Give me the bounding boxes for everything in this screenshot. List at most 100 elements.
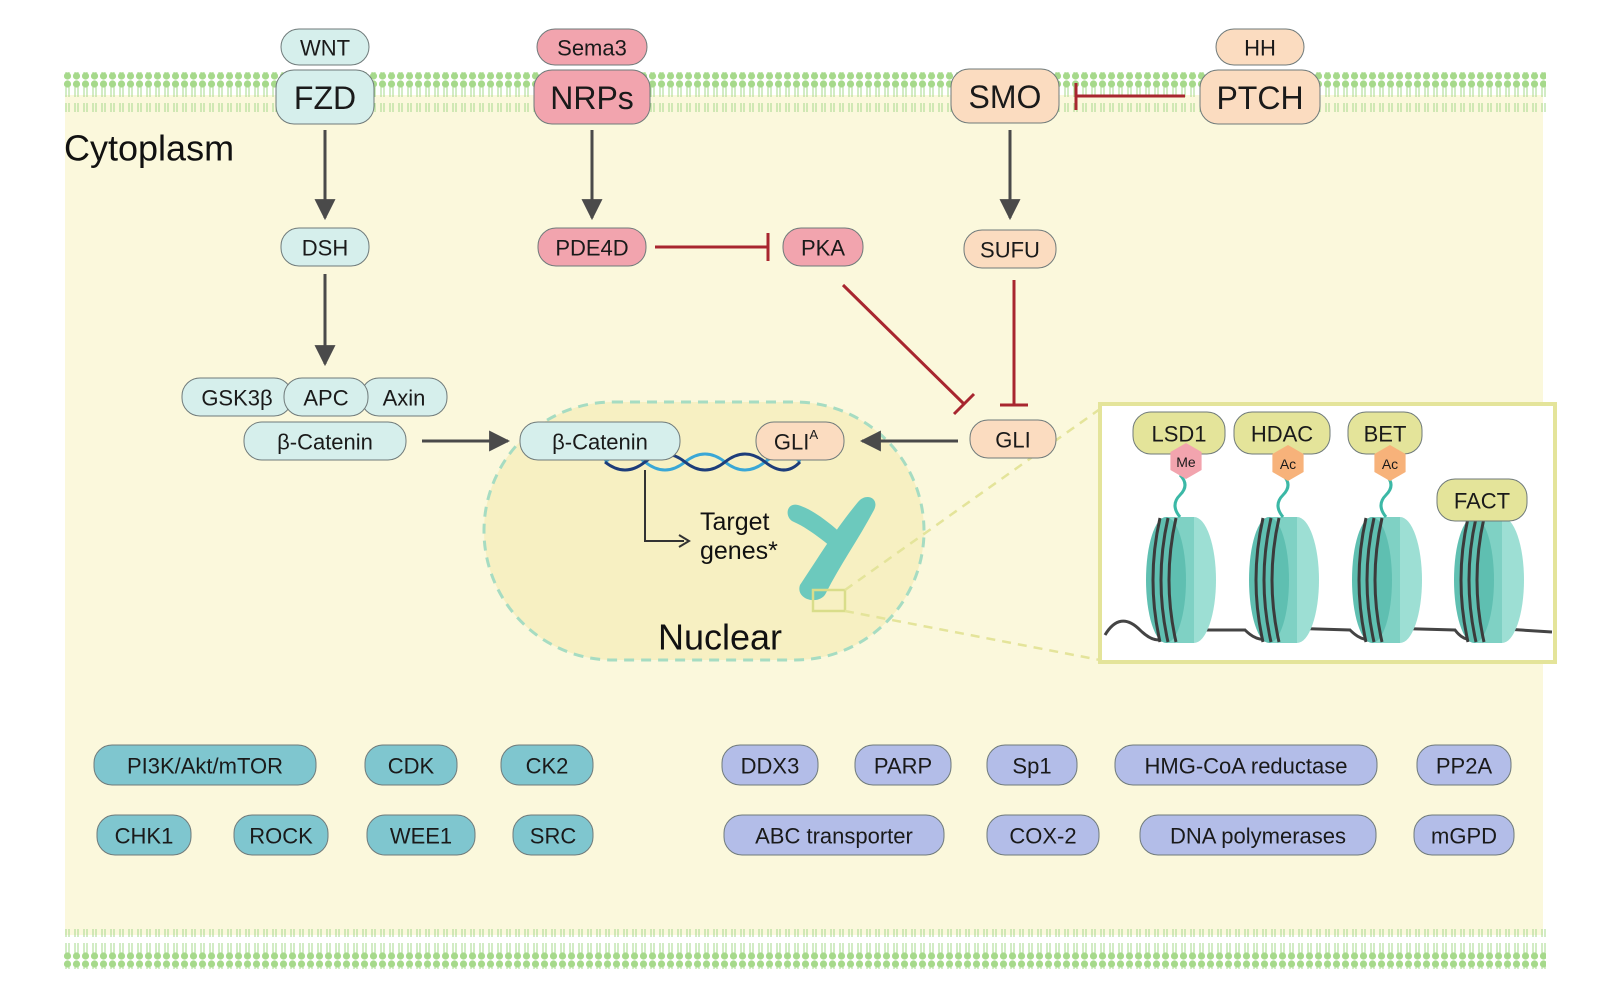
sufu-node-shape: [963, 229, 1057, 269]
kinase-target-targets-row2-kinase-3-label: SRC: [530, 824, 577, 849]
hh-node-label: HH: [1244, 36, 1276, 61]
pde4d-node-shape: [537, 227, 647, 267]
other-target-targets-row2-other-3-label: mGPD: [1431, 824, 1497, 849]
bcatenin-nuclear-node: β-Catenin: [519, 421, 681, 461]
gsk3b-node-label: GSK3β: [201, 386, 272, 411]
pka-node: PKA: [782, 227, 864, 267]
gsk3b-node: GSK3β: [181, 377, 293, 417]
other-target-targets-row1-other-1: PARP: [854, 744, 952, 786]
ptch-node: PTCH: [1199, 69, 1321, 125]
glia-node: GLIA: [755, 421, 845, 461]
nucleosome: [1352, 517, 1422, 643]
sufu-node-label: SUFU: [980, 238, 1040, 263]
sema3-node-label: Sema3: [557, 36, 627, 61]
acetyl-mark-hdac-label: Ac: [1280, 456, 1296, 472]
axin-node: Axin: [360, 377, 448, 417]
nrps-node-shape: [533, 69, 651, 125]
other-target-targets-row2-other-2-label: DNA polymerases: [1170, 824, 1346, 849]
pde4d-inhibits-pka: [655, 233, 770, 261]
acetyl-mark-hdac: Ac: [1272, 445, 1304, 481]
other-target-targets-row1-other-3: HMG-CoA reductase: [1114, 744, 1378, 786]
lsd1-node: LSD1: [1132, 411, 1226, 455]
gli-node-label: GLI: [995, 428, 1030, 453]
wnt-node: WNT: [280, 28, 370, 66]
bcatenin-cyto-node-label: β-Catenin: [277, 430, 373, 455]
other-target-targets-row2-other-3-shape: [1413, 814, 1515, 856]
other-target-targets-row1-other-4: PP2A: [1416, 744, 1512, 786]
fact-node: FACT: [1436, 478, 1528, 522]
kinase-target-targets-row2-kinase-1-label: ROCK: [249, 824, 313, 849]
glia-node-superscript: A: [809, 427, 818, 442]
pde4d-node-label: PDE4D: [555, 236, 628, 261]
other-target-targets-row1-other-2-label: Sp1: [1012, 754, 1051, 779]
histone-tail: [1276, 473, 1290, 518]
kinase-target-targets-row2-kinase-3-shape: [512, 814, 594, 856]
ptch-inhibits-smo: [1074, 83, 1185, 110]
other-target-targets-row2-other-1: COX-2: [986, 814, 1100, 856]
bcatenin-nuclear-node-shape: [519, 421, 681, 461]
kinase-target-targets-row1-kinase-1-shape: [364, 744, 458, 786]
fact-node-label: FACT: [1454, 489, 1510, 514]
pka-inhibits-gli: [841, 283, 976, 416]
nucleosome: [1146, 517, 1216, 643]
kinase-target-targets-row1-kinase-0-shape: [93, 744, 317, 786]
other-target-targets-row2-other-1-shape: [986, 814, 1100, 856]
nuclear-label: Nuclear: [658, 617, 782, 658]
gli-node-shape: [969, 419, 1057, 459]
bet-node: BET: [1347, 411, 1423, 455]
acetyl-mark-bet-label: Ac: [1382, 456, 1398, 472]
chromosome-icon: [787, 496, 876, 613]
other-target-targets-row1-other-3-shape: [1114, 744, 1378, 786]
fzd-node: FZD: [275, 69, 375, 125]
fzd-node-shape: [275, 69, 375, 125]
target-genes-arrow: [644, 470, 684, 542]
other-target-targets-row1-other-0-shape: [721, 744, 819, 786]
axin-node-label: Axin: [383, 386, 426, 411]
nucleosome: [1454, 517, 1524, 643]
cytoplasm-label: Cytoplasm: [64, 128, 234, 169]
apc-node-label: APC: [303, 386, 348, 411]
other-target-targets-row2-other-2: DNA polymerases: [1139, 814, 1377, 856]
other-target-targets-row1-other-1-label: PARP: [874, 754, 932, 779]
dsh-node-shape: [280, 227, 370, 267]
other-target-targets-row1-other-2: Sp1: [986, 744, 1078, 786]
pka-node-shape: [782, 227, 864, 267]
smo-node: SMO: [950, 68, 1060, 124]
gli-node: GLI: [969, 419, 1057, 459]
sufu-inhibits-gli: [1000, 280, 1028, 407]
kinase-target-targets-row2-kinase-2-label: WEE1: [390, 824, 452, 849]
methyl-mark: Me: [1170, 443, 1202, 479]
dsh-node: DSH: [280, 227, 370, 267]
other-target-targets-row1-other-4-shape: [1416, 744, 1512, 786]
other-target-targets-row2-other-2-shape: [1139, 814, 1377, 856]
hh-node-shape: [1215, 28, 1305, 66]
hdac-node-label: HDAC: [1251, 422, 1313, 447]
smo-node-label: SMO: [969, 79, 1042, 115]
kinase-target-targets-row2-kinase-2: WEE1: [366, 814, 476, 856]
wnt-node-shape: [280, 28, 370, 66]
kinase-target-targets-row1-kinase-2-shape: [500, 744, 594, 786]
lsd1-node-label: LSD1: [1151, 422, 1206, 447]
other-target-targets-row2-other-0: ABC transporter: [723, 814, 945, 856]
kinase-target-targets-row2-kinase-0-shape: [96, 814, 192, 856]
zoom-line-bottom: [844, 609, 1101, 662]
other-target-targets-row1-other-0: DDX3: [721, 744, 819, 786]
pathway-edges: [314, 83, 1185, 452]
ptch-node-label: PTCH: [1216, 80, 1303, 116]
kinase-target-targets-row2-kinase-0-label: CHK1: [115, 824, 174, 849]
other-target-targets-row1-other-2-shape: [986, 744, 1078, 786]
histone-tail: [1173, 473, 1187, 518]
kinase-target-targets-row2-kinase-1-shape: [233, 814, 329, 856]
wnt-node-label: WNT: [300, 36, 350, 61]
nucleosomes: [1146, 517, 1524, 643]
nrps-node-label: NRPs: [550, 80, 634, 116]
kinase-target-targets-row2-kinase-0: CHK1: [96, 814, 192, 856]
smo-node-shape: [950, 68, 1060, 124]
bcatenin-nuclear-node-label: β-Catenin: [552, 430, 648, 455]
apc-node-shape: [283, 377, 369, 417]
kinase-target-targets-row1-kinase-0: PI3K/Akt/mTOR: [93, 744, 317, 786]
kinase-target-targets-row1-kinase-1: CDK: [364, 744, 458, 786]
kinase-target-targets-row2-kinase-3: SRC: [512, 814, 594, 856]
bcatenin-cyto-node-shape: [243, 421, 407, 461]
pka-node-label: PKA: [801, 236, 845, 261]
